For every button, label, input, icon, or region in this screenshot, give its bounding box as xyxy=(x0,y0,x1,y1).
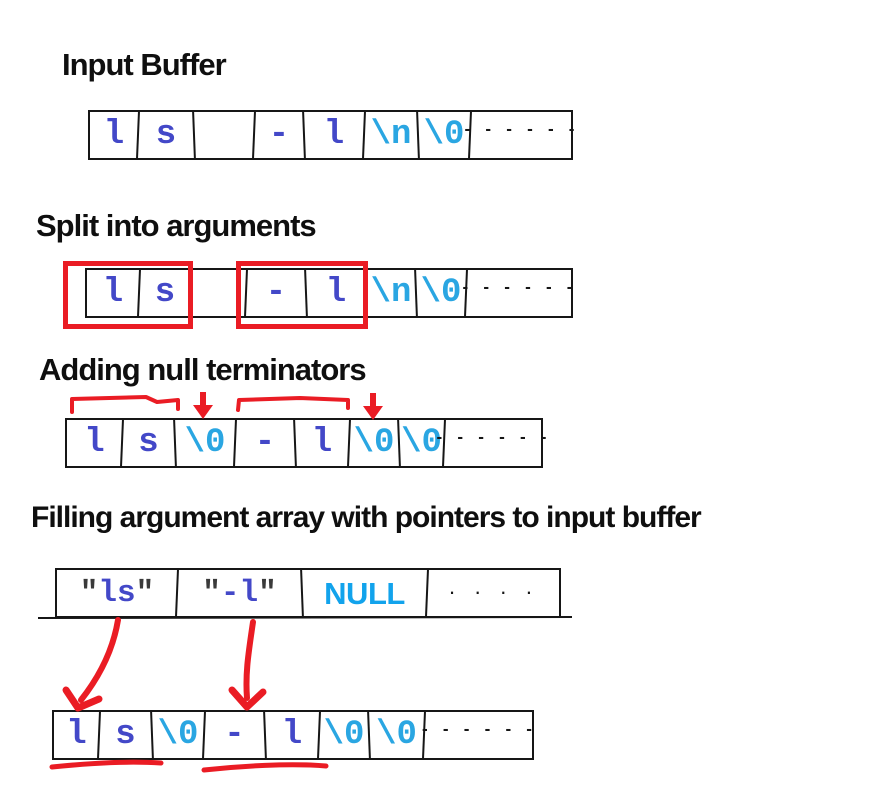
cell-escape-char: \0 xyxy=(323,716,365,754)
buffer-cell-ellipsis: - - - - - - xyxy=(421,712,534,758)
buffer-cell-null: \0 xyxy=(175,420,235,466)
ellipsis-dashes: - - - - - - xyxy=(461,280,576,296)
cell-escape-char: \0 xyxy=(401,424,442,462)
buffer-cell-newline: \n xyxy=(364,112,418,158)
buffer-cell: l xyxy=(87,270,139,316)
cell-char: - xyxy=(254,424,276,462)
cell-char: s xyxy=(154,274,176,312)
cell-escape-char: \0 xyxy=(420,274,462,312)
close-quote: " xyxy=(258,575,277,611)
buffer-cell: - xyxy=(246,270,306,316)
arg-cell-dash-l: "-l" xyxy=(177,570,302,616)
input-buffer-row: l s - l \n \0 - - - - - - xyxy=(88,110,576,160)
pointer-text: -l xyxy=(220,575,259,611)
argument-bracket-icon xyxy=(70,395,180,414)
cell-char: l xyxy=(66,716,87,754)
cell-char: s xyxy=(115,716,136,754)
cell-escape-char: \n xyxy=(370,274,412,312)
cell-escape-char: \0 xyxy=(157,716,199,754)
buffer-cell: - xyxy=(204,712,265,758)
buffer-cell-null: \0 xyxy=(349,420,399,466)
buffer-cell: l xyxy=(67,420,122,466)
cell-char: l xyxy=(281,716,303,754)
buffer-cell-null: \0 xyxy=(399,420,444,466)
buffer-cell: l xyxy=(90,112,138,158)
buffer-cell: - xyxy=(254,112,304,158)
string-underline xyxy=(201,762,329,773)
ellipsis-dashes: - - - - - - xyxy=(435,430,550,446)
cell-char: s xyxy=(138,424,159,462)
buffer-cell-null: \0 xyxy=(369,712,424,758)
buffer-cell: l xyxy=(306,270,366,316)
buffer-cell-newline: \n xyxy=(366,270,416,316)
cell-char: l xyxy=(84,424,105,462)
split-arguments-heading: Split into arguments xyxy=(36,208,317,243)
pointer-arrow-icon xyxy=(78,617,121,703)
split-buffer-row: l s - l \n \0 - - - - - - xyxy=(85,268,574,318)
arg-cell-ellipsis: . . . . xyxy=(427,570,559,616)
buffer-cell: l xyxy=(265,712,319,758)
input-buffer-heading: Input Buffer xyxy=(62,47,227,82)
cell-char: l xyxy=(102,274,124,312)
cell-char: l xyxy=(323,116,345,154)
buffer-cell-space xyxy=(191,270,246,316)
fill-argument-array-heading: Filling argument array with pointers to … xyxy=(31,501,702,534)
string-underline xyxy=(49,759,164,770)
ellipsis-dashes: - - - - - - xyxy=(463,122,578,138)
cell-char: l xyxy=(311,424,333,462)
pointer-text: ls xyxy=(98,575,136,611)
buffer-cell: s xyxy=(122,420,175,466)
final-buffer-row: l s \0 - l \0 \0 - - - - - - xyxy=(52,710,534,760)
buffer-cell-ellipsis: - - - - - - xyxy=(461,270,574,316)
terminated-buffer-row: l s \0 - l \0 \0 - - - - - - xyxy=(65,418,548,468)
pointer-arrowhead-icon xyxy=(62,686,103,712)
close-quote: " xyxy=(135,575,155,611)
cell-escape-char: \0 xyxy=(376,716,417,754)
null-label: NULL xyxy=(324,575,405,611)
cell-char: - xyxy=(224,716,245,754)
buffer-cell-null: \0 xyxy=(319,712,369,758)
cell-escape-char: \0 xyxy=(184,424,226,462)
buffer-cell: s xyxy=(138,112,194,158)
cell-escape-char: \n xyxy=(370,116,412,154)
cell-escape-char: \0 xyxy=(353,424,395,462)
buffer-cell: l xyxy=(295,420,349,466)
buffer-cell: l xyxy=(54,712,99,758)
buffer-cell-null: \0 xyxy=(416,270,466,316)
cell-char: - xyxy=(265,274,287,312)
argument-pointer-array-row: "ls" "-l" NULL . . . . xyxy=(55,568,561,618)
buffer-cell-ellipsis: - - - - - - xyxy=(463,112,576,158)
cell-char: l xyxy=(325,274,347,312)
arg-cell-ls: "ls" xyxy=(57,570,177,616)
ellipsis-dashes: - - - - - - xyxy=(420,722,536,738)
open-quote: " xyxy=(79,575,99,611)
buffer-cell-null: \0 xyxy=(152,712,204,758)
buffer-cell: - xyxy=(235,420,295,466)
arg-cell-null: NULL xyxy=(302,570,427,616)
null-terminators-heading: Adding null terminators xyxy=(39,352,367,387)
buffer-cell-space xyxy=(194,112,254,158)
buffer-cell: l xyxy=(304,112,364,158)
buffer-cell: s xyxy=(99,712,152,758)
cell-escape-char: \0 xyxy=(423,116,465,154)
pointer-string: "ls" xyxy=(80,578,154,609)
pointer-arrow-icon xyxy=(243,619,256,701)
open-quote: " xyxy=(202,575,221,611)
cell-char: s xyxy=(155,116,177,154)
buffer-cell-null: \0 xyxy=(418,112,470,158)
cell-char: - xyxy=(268,116,290,154)
pointer-string: "-l" xyxy=(202,578,276,609)
pointer-arrowhead-icon xyxy=(228,686,267,711)
ellipsis-dots: . . . . xyxy=(448,582,538,598)
cell-char: l xyxy=(103,116,125,154)
argument-bracket-icon xyxy=(236,396,350,412)
null-insert-arrowhead-icon xyxy=(193,405,213,419)
buffer-cell: s xyxy=(139,270,191,316)
buffer-cell-ellipsis: - - - - - - xyxy=(435,420,548,466)
